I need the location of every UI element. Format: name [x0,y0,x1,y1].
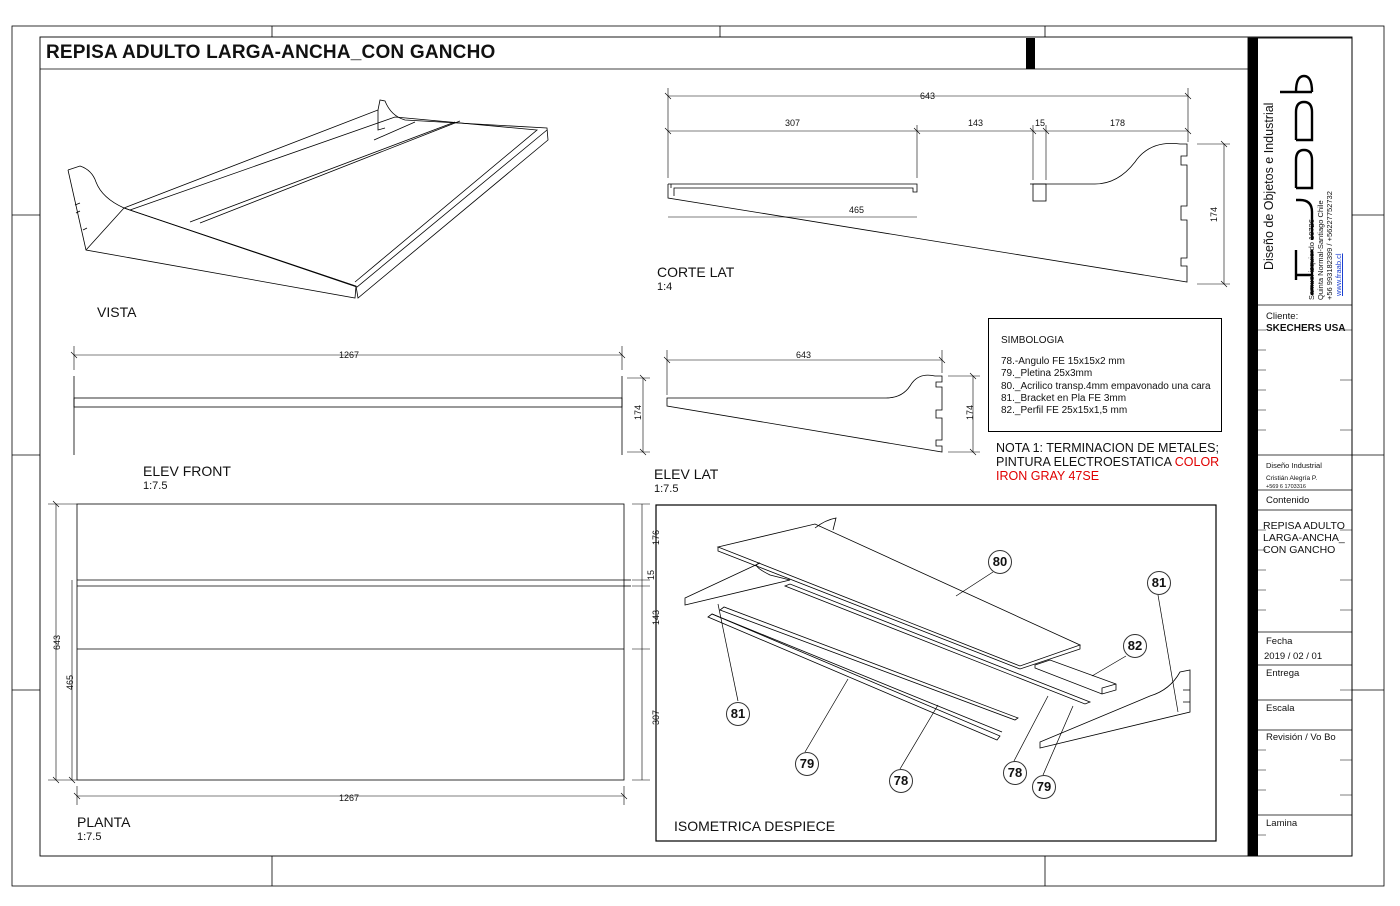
dim-planta-643: 643 [52,634,62,650]
company-address-1: Samuel izquierdo 10726 [1307,219,1316,300]
balloon-78-right: 78 [1003,761,1027,785]
vista-drawing [67,99,549,299]
designer-phone: +569 6 1703316 [1266,484,1306,490]
cliente-label: Cliente: [1266,311,1299,322]
isometrica-frame [655,504,1217,842]
dim-planta-1267: 1267 [339,793,360,803]
balloon-81-right: 81 [1147,571,1171,595]
legend-item-81: 81._Bracket en Pla FE 3mm [1001,392,1127,404]
elev-front-scale: 1:7.5 [143,480,168,492]
nota-line-2-text: PINTURA ELECTROESTATICA [996,455,1175,469]
planta-drawing [48,500,650,805]
contenido-value: REPISA ADULTO LARGA-ANCHA_ CON GANCHO [1263,520,1345,556]
nota-line-3: IRON GRAY 47SE [996,469,1100,483]
drawing-title: REPISA ADULTO LARGA-ANCHA_CON GANCHO [46,42,496,63]
dim-planta-15: 15 [646,569,656,580]
dim-planta-143: 143 [651,609,661,625]
simbologia-box: SIMBOLOGIA 78.-Angulo FE 15x15x2 mm 79._… [988,318,1222,432]
isometrica-label: ISOMETRICA DESPIECE [674,818,836,834]
corte-lat-scale: 1:4 [657,281,673,293]
legend-item-78: 78.-Angulo FE 15x15x2 mm [1001,356,1125,367]
elev-lat-label: ELEV LAT [654,466,719,482]
balloon-81-left: 81 [726,702,750,726]
dim-corte-465: 465 [849,205,865,215]
revision-label: Revisión / Vo Bo [1266,732,1336,743]
fecha-value: 2019 / 02 / 01 [1264,651,1323,662]
elev-front-label: ELEV FRONT [143,463,231,479]
balloon-82: 82 [1123,634,1147,658]
contenido-label: Contenido [1266,495,1310,506]
fecha-label: Fecha [1266,636,1293,647]
legend-item-80: 80._Acrilico transp.4mm empavonado una c… [1001,380,1211,392]
elev-lat-scale: 1:7.5 [654,483,679,495]
company-name: Diseño de Objetos e Industrial [1262,102,1276,270]
balloon-80: 80 [988,550,1012,574]
planta-label: PLANTA [77,814,131,830]
balloon-79-left: 79 [795,752,819,776]
nota-line-1: NOTA 1: TERMINACION DE METALES; [996,441,1219,455]
balloon-79-right: 79 [1032,775,1056,799]
dim-planta-307: 307 [651,709,661,725]
simbologia-title: SIMBOLOGIA [1001,335,1064,346]
elev-front-drawing [70,346,650,456]
nota-color-word: COLOR [1174,455,1220,469]
dim-planta-176: 176 [651,529,661,545]
dim-corte-307: 307 [785,118,801,128]
dim-corte-143: 143 [968,118,984,128]
company-address-2: Quinta Normal-Santiago Chile [1316,200,1325,300]
vista-label: VISTA [97,304,137,320]
entrega-label: Entrega [1266,668,1300,679]
dim-corte-174: 174 [1209,206,1219,222]
dim-corte-178: 178 [1110,118,1126,128]
designer-name: Cristián Alegría P. [1266,475,1318,482]
lamina-label: Lamina [1266,818,1298,829]
title-bar-mark [1026,38,1035,69]
escala-label: Escala [1266,703,1295,714]
cliente-value: SKECHERS USA [1266,323,1346,334]
legend-item-79: 79._Pletina 25x3mm [1001,368,1093,380]
dim-corte-15: 15 [1035,118,1046,128]
dim-front-174: 174 [633,404,643,420]
nota-line-2: PINTURA ELECTROESTATICA COLOR [996,455,1219,469]
dim-front-1267: 1267 [339,350,360,360]
nota-block: NOTA 1: TERMINACION DE METALES; PINTURA … [996,441,1219,483]
elev-lat-drawing [663,350,980,456]
corte-lat-label: CORTE LAT [657,264,735,280]
fraab-logo-icon [1280,74,1314,295]
isometrica-drawing [684,517,1191,776]
dim-planta-465: 465 [65,674,75,690]
dim-lat-174: 174 [965,404,975,420]
planta-scale: 1:7.5 [77,831,102,843]
company-phones: +56 993182399 / +56227752732 [1325,191,1334,300]
legend-item-82: 82._Perfil FE 25x15x1,5 mm [1001,405,1128,417]
outer-frame [11,25,1385,887]
dim-corte-643: 643 [920,91,936,101]
company-web-link[interactable]: www.fraab.cl [1334,253,1343,296]
diseno-label: Diseño Industrial [1266,461,1322,470]
dim-lat-643: 643 [796,350,812,360]
balloon-78-left: 78 [889,769,913,793]
corte-lat-drawing [664,88,1230,288]
